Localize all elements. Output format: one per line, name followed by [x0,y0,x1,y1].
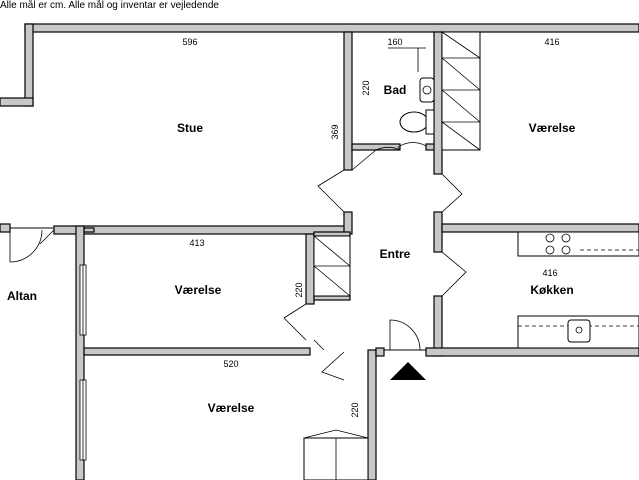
room-labels: Stue Bad Værelse Entre Altan Værelse Køk… [7,83,576,415]
room-label-vaerelse-mid: Værelse [175,283,222,297]
room-label-altan: Altan [7,289,37,303]
dim-vaerelse-top-width: 416 [544,37,559,47]
dim-bad-height: 220 [361,80,371,95]
dim-koekken-width: 416 [542,268,557,278]
dimension-labels: 596 160 416 413 416 520 220 369 220 220 [182,37,559,418]
dim-vaerelse-bottom-width: 520 [223,359,238,369]
doors [9,142,467,381]
room-label-vaerelse-top: Værelse [529,121,576,135]
dim-stue-width: 596 [182,37,197,47]
dim-vaerelse-bottom-height: 220 [350,402,360,417]
room-label-vaerelse-bottom: Værelse [208,401,255,415]
dim-bad-width: 160 [387,37,402,47]
dim-closet-height: 220 [294,282,304,297]
room-label-stue: Stue [177,121,203,135]
room-label-entre: Entre [380,247,411,261]
fixtures [303,31,639,480]
dim-vaerelse-mid-width: 413 [189,238,204,248]
windows [79,264,87,461]
dim-stue-height: 369 [330,124,340,139]
room-label-koekken: Køkken [530,283,573,297]
entrance-arrow-icon [390,362,426,380]
room-label-bad: Bad [384,83,407,97]
plan-note: Alle mål er cm. Alle mål og inventar er … [0,0,219,11]
